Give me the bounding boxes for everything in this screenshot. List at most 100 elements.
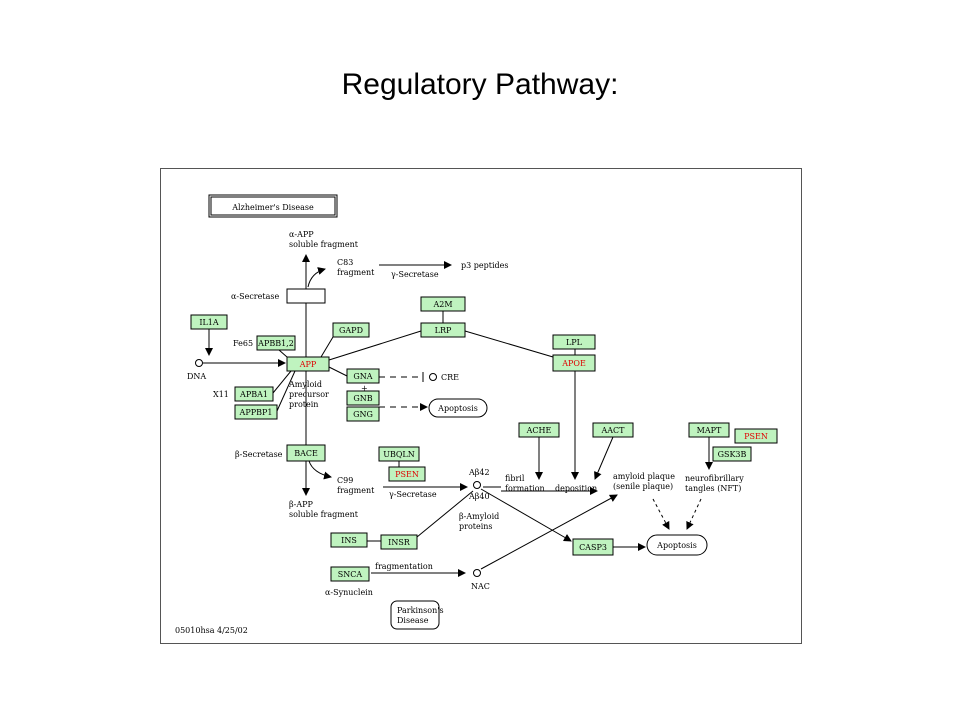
- svg-text:APOE: APOE: [561, 359, 586, 368]
- label-beta-app-fragment: soluble fragment: [289, 510, 359, 519]
- label-beta-amyloid-proteins: proteins: [459, 522, 493, 531]
- svg-text:APBA1: APBA1: [239, 390, 268, 399]
- edge-abeta-casp3: [480, 488, 572, 542]
- svg-text:APP: APP: [299, 360, 317, 369]
- label-protein: protein: [289, 400, 318, 409]
- gene-casp3[interactable]: CASP3: [572, 538, 614, 556]
- svg-text:Apoptosis: Apoptosis: [656, 541, 697, 550]
- label-c83: C83: [337, 258, 353, 267]
- svg-text:SNCA: SNCA: [338, 570, 363, 579]
- label-fibril-formation: formation: [505, 484, 545, 493]
- label-fe65: Fe65: [233, 339, 253, 348]
- label-gamma-secretase-1: γ-Secretase: [391, 270, 439, 279]
- label-alpha-synuclein: α-Synuclein: [325, 588, 373, 597]
- edge-appbp1-app: [276, 370, 296, 412]
- gene-bace[interactable]: BACE: [286, 444, 326, 462]
- svg-text:GNA: GNA: [353, 372, 372, 381]
- label-alpha-app: α-APP: [289, 230, 314, 239]
- edge-insr-abeta: [416, 490, 474, 538]
- gene-appbp1[interactable]: APPBP1: [234, 404, 278, 420]
- svg-text:INS: INS: [341, 536, 357, 545]
- svg-text:PSEN: PSEN: [395, 470, 419, 479]
- svg-text:Parkinson's: Parkinson's: [397, 606, 444, 615]
- svg-text:LRP: LRP: [435, 326, 452, 335]
- gene-a2m[interactable]: A2M: [420, 296, 466, 312]
- svg-text:CASP3: CASP3: [579, 543, 607, 552]
- label-precursor: precursor: [289, 390, 329, 399]
- diagram-title: Alzheimer's Disease: [231, 203, 314, 212]
- gene-il1a[interactable]: IL1A: [190, 314, 228, 330]
- gene-gapd[interactable]: GAPD: [332, 322, 370, 338]
- gene-psen-2[interactable]: PSEN: [734, 428, 778, 444]
- edge-nft-apoptosis: [686, 498, 702, 530]
- svg-text:Apoptosis: Apoptosis: [437, 404, 478, 413]
- label-amyloid-plaque: amyloid plaque: [613, 472, 675, 481]
- gene-lrp[interactable]: LRP: [420, 322, 466, 338]
- gene-gnb[interactable]: GNB: [346, 390, 380, 406]
- gene-snca[interactable]: SNCA: [330, 566, 370, 582]
- label-beta-secretase: β-Secretase: [235, 450, 283, 459]
- svg-text:PSEN: PSEN: [744, 432, 768, 441]
- gene-apbb12[interactable]: APBB1,2: [256, 335, 296, 351]
- svg-text:GSK3B: GSK3B: [718, 450, 747, 459]
- gene-ins[interactable]: INS: [330, 532, 368, 548]
- edge-gapd-app: [320, 336, 334, 358]
- label-p3-peptides: p3 peptides: [461, 261, 508, 270]
- gene-gsk3b[interactable]: GSK3B: [712, 446, 752, 462]
- label-dna: DNA: [187, 372, 206, 381]
- pathway-diagram: Alzheimer's Disease: [175, 194, 778, 635]
- label-nac: NAC: [471, 582, 490, 591]
- gene-gng[interactable]: GNG: [346, 406, 380, 422]
- gene-mapt[interactable]: MAPT: [688, 422, 730, 438]
- gene-psen-1[interactable]: PSEN: [388, 466, 426, 482]
- label-c99: C99: [337, 476, 353, 485]
- abeta-node: [473, 481, 481, 489]
- gene-insr[interactable]: INSR: [380, 534, 418, 550]
- apoptosis-node-1: Apoptosis: [428, 398, 488, 418]
- label-c99-fragment: fragment: [337, 486, 375, 495]
- edge-aact-deposition: [594, 436, 614, 480]
- label-c83-fragment: fragment: [337, 268, 375, 277]
- label-abeta42: Aβ42: [468, 468, 490, 477]
- gene-ubqln[interactable]: UBQLN: [378, 446, 420, 462]
- label-beta-amyloid: β-Amyloid: [459, 512, 499, 521]
- diagram-title-box: Alzheimer's Disease: [208, 194, 338, 218]
- gene-gna[interactable]: GNA: [346, 368, 380, 384]
- pathway-labels: α-APP soluble fragment C83 fragment γ-Se…: [175, 230, 744, 635]
- label-fibril: fibril: [505, 474, 525, 483]
- svg-text:GNB: GNB: [353, 394, 372, 403]
- gene-apba1[interactable]: APBA1: [234, 386, 274, 402]
- nac-node: [473, 569, 481, 577]
- label-alpha-app-fragment: soluble fragment: [289, 240, 359, 249]
- svg-text:GAPD: GAPD: [339, 326, 363, 335]
- label-plus: +: [361, 384, 368, 393]
- label-tangles-nft: tangles (NFT): [685, 484, 741, 493]
- edge-nac-plaque: [480, 494, 618, 570]
- gene-apoe[interactable]: APOE: [552, 354, 596, 372]
- label-alpha-secretase: α-Secretase: [231, 292, 279, 301]
- svg-text:BACE: BACE: [294, 449, 318, 458]
- edge-app-lrp: [328, 330, 422, 361]
- label-neurofibrillary: neurofibrillary: [685, 474, 744, 483]
- svg-text:LPL: LPL: [566, 338, 583, 347]
- edge-apbb-app: [278, 349, 288, 358]
- label-abeta40: Aβ40: [468, 492, 490, 501]
- gene-app[interactable]: APP: [286, 356, 330, 372]
- label-senile-plaque: (senile plaque): [613, 482, 673, 491]
- gene-lpl[interactable]: LPL: [552, 334, 596, 350]
- svg-text:INSR: INSR: [388, 538, 411, 547]
- svg-text:GNG: GNG: [353, 410, 373, 419]
- apoptosis-node-2: Apoptosis: [646, 534, 708, 556]
- label-x11: X11: [213, 390, 229, 399]
- pathway-diagram-frame: Alzheimer's Disease: [160, 168, 802, 644]
- edge-asec-c83: [307, 267, 326, 288]
- svg-text:MAPT: MAPT: [697, 426, 722, 435]
- gene-ache[interactable]: ACHE: [518, 422, 560, 438]
- gene-aact[interactable]: AACT: [592, 422, 634, 438]
- dna-node: [195, 359, 203, 367]
- edge-app-gna: [328, 366, 348, 377]
- slide-title: Regulatory Pathway:: [341, 68, 619, 101]
- label-gamma-secretase-2: γ-Secretase: [389, 490, 437, 499]
- diagram-footer: 05010hsa 4/25/02: [175, 626, 248, 635]
- label-beta-app: β-APP: [289, 500, 313, 509]
